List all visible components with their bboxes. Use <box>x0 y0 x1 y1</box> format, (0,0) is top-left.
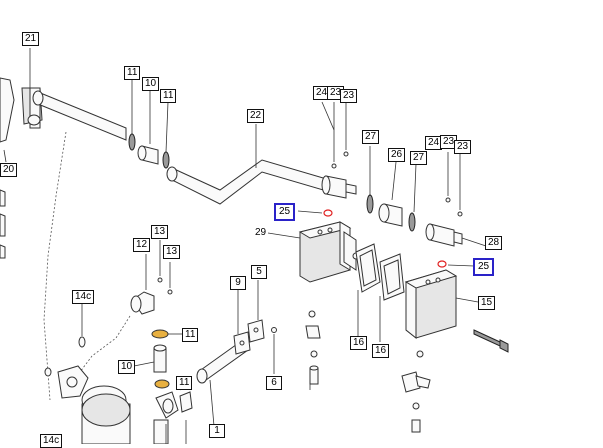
shaft-end-upper <box>321 101 357 199</box>
pump-body <box>57 365 131 444</box>
callout-14c: 14c <box>72 290 95 304</box>
housing-15 <box>404 269 479 340</box>
housing-29 <box>267 221 360 283</box>
main-shaft <box>32 90 331 205</box>
callout-22: 22 <box>247 109 265 123</box>
callout-11b: 11 <box>160 89 177 103</box>
callout-20: 20 <box>0 163 18 177</box>
callout-13a: 13 <box>151 225 169 239</box>
callout-15: 15 <box>478 296 496 310</box>
callout-10a: 10 <box>142 77 160 91</box>
callout-23d: 23 <box>454 140 472 154</box>
shaft-end-lower <box>425 152 487 247</box>
callout-21: 21 <box>22 32 40 46</box>
callout-25-lower: 25 <box>473 258 495 276</box>
callout-11d: 11 <box>176 376 193 390</box>
lever-bracket <box>0 48 43 259</box>
callout-27a: 27 <box>362 130 380 144</box>
elbow-12 <box>130 240 173 315</box>
callout-13b: 13 <box>163 245 181 259</box>
dashed-guide <box>43 131 67 401</box>
leader-lines <box>131 78 257 367</box>
gaskets-16 <box>355 243 405 342</box>
callout-10b: 10 <box>118 360 136 374</box>
callout-16a: 16 <box>350 336 368 350</box>
label-29: 29 <box>255 227 267 238</box>
mid-left-parts <box>151 329 193 444</box>
callout-14c-lower: 14c <box>40 434 63 448</box>
plate-5 <box>247 280 265 343</box>
callout-1: 1 <box>209 424 225 438</box>
shaft-1 <box>196 341 249 427</box>
callout-28: 28 <box>485 236 503 250</box>
plate-9 <box>233 290 251 355</box>
callout-11c: 11 <box>182 328 199 342</box>
bolt-6 <box>271 327 277 374</box>
o-rings-25 <box>297 209 475 268</box>
right-sleeve-set <box>366 146 417 232</box>
callout-6: 6 <box>266 376 282 390</box>
callout-25-upper: 25 <box>274 203 296 221</box>
dashed-guide-2 <box>79 315 131 373</box>
fittings-right <box>401 350 431 433</box>
callout-27b: 27 <box>410 151 428 165</box>
callout-26: 26 <box>388 148 406 162</box>
callout-16b: 16 <box>372 344 390 358</box>
fittings-middle <box>305 310 321 390</box>
callout-9: 9 <box>230 276 246 290</box>
long-bolt <box>473 329 509 353</box>
callout-23b: 23 <box>340 89 358 103</box>
shaft-rings <box>128 133 170 169</box>
callout-11a: 11 <box>124 66 141 80</box>
ring-14c <box>44 302 86 377</box>
callout-5: 5 <box>251 265 267 279</box>
callout-12: 12 <box>133 238 151 252</box>
